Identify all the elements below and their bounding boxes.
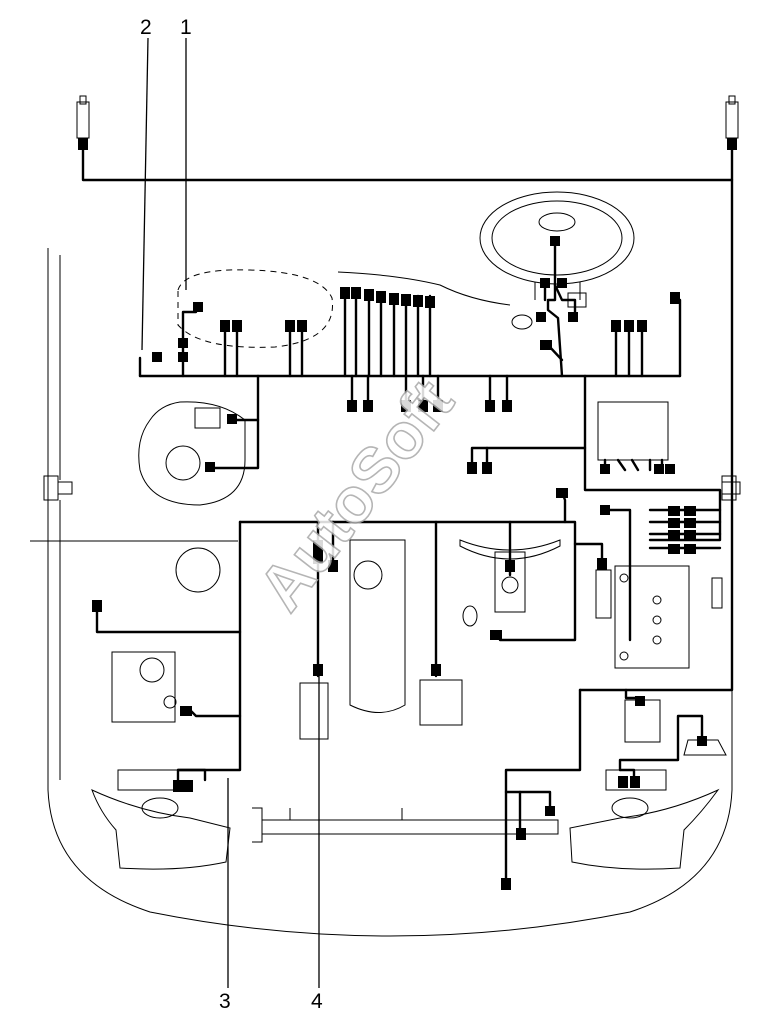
instrument-cluster-outline xyxy=(177,269,511,348)
vehicle-body-outline xyxy=(30,248,733,937)
callout-4: 4 xyxy=(311,990,323,1013)
relay-block xyxy=(600,505,722,642)
control-unit-box xyxy=(597,401,675,474)
dash-connectors xyxy=(152,236,680,474)
callout-2: 2 xyxy=(140,16,152,39)
left-headlamp xyxy=(91,769,231,870)
engine-components xyxy=(111,539,727,756)
blower-motor xyxy=(138,401,246,506)
right-headlamp xyxy=(569,769,720,870)
radiator-support xyxy=(252,807,559,843)
left-grommet xyxy=(43,475,73,501)
top-harness xyxy=(76,95,739,692)
callout-1: 1 xyxy=(180,16,192,39)
engine-bay-harness xyxy=(92,488,707,890)
callout-3: 3 xyxy=(219,990,231,1013)
callout-leaders xyxy=(141,37,320,988)
steering-wheel xyxy=(479,191,635,330)
